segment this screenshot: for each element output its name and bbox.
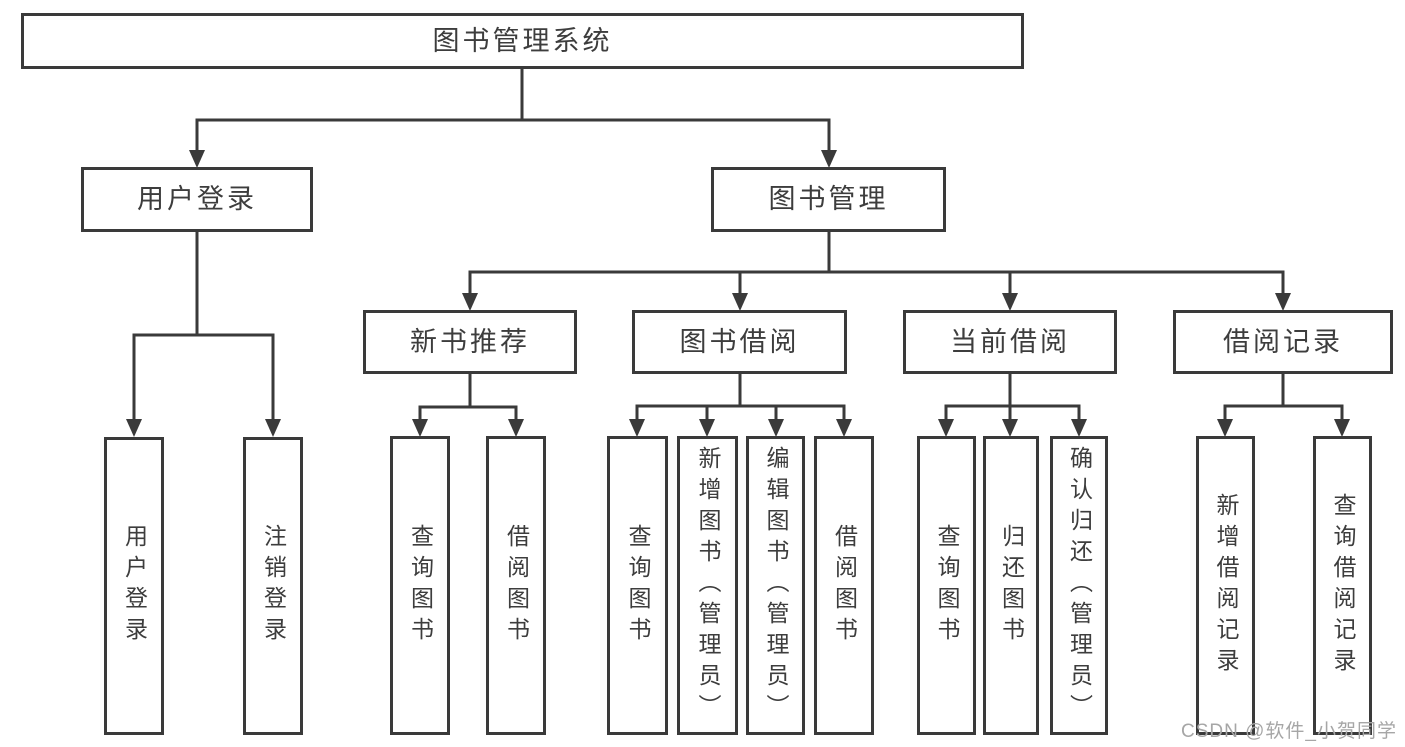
node-book-management-label: 图书管理 bbox=[768, 184, 889, 214]
node-borrowing-records-label: 借阅记录 bbox=[1223, 326, 1343, 357]
edges-current-borrowing bbox=[938, 374, 1087, 437]
leaf-user-login: 用户登录 bbox=[104, 437, 164, 735]
leaf-logout-label: 注销登录 bbox=[260, 524, 287, 648]
leaf-confirm-return-admin-label: 确认归还（管理员） bbox=[1066, 446, 1093, 725]
leaf-add-book-admin: 新增图书（管理员） bbox=[677, 436, 738, 735]
edges-borrowing-records bbox=[1217, 374, 1350, 437]
edges-user-login bbox=[126, 232, 281, 437]
node-current-borrowing-label: 当前借阅 bbox=[950, 326, 1070, 357]
leaf-query-borrow-record-label: 查询借阅记录 bbox=[1330, 492, 1356, 679]
leaf-confirm-return-admin: 确认归还（管理员） bbox=[1050, 436, 1108, 735]
edges-book-management bbox=[462, 232, 1291, 311]
leaf-query-books-current-label: 查询图书 bbox=[934, 523, 960, 648]
leaf-user-login-label: 用户登录 bbox=[121, 524, 148, 648]
leaf-return-book: 归还图书 bbox=[983, 436, 1039, 735]
edges-root bbox=[189, 69, 837, 168]
leaf-query-books-borrow-label: 查询图书 bbox=[625, 523, 651, 648]
node-book-borrowing: 图书借阅 bbox=[632, 310, 847, 374]
leaf-borrow-books-label: 借阅图书 bbox=[831, 523, 858, 648]
leaf-add-borrow-record: 新增借阅记录 bbox=[1196, 436, 1255, 735]
leaf-query-books-borrow: 查询图书 bbox=[607, 436, 668, 735]
node-root-label: 图书管理系统 bbox=[432, 25, 613, 56]
leaf-query-books-recommend: 查询图书 bbox=[390, 436, 450, 735]
edges-new-book-recommendation bbox=[412, 374, 524, 437]
leaf-query-borrow-record: 查询借阅记录 bbox=[1313, 436, 1372, 735]
node-user-login-label: 用户登录 bbox=[137, 184, 257, 214]
node-new-book-recommendation: 新书推荐 bbox=[363, 310, 577, 374]
csdn-watermark: CSDN @软件_小贺同学 bbox=[1181, 721, 1397, 742]
leaf-borrow-books-recommend-label: 借阅图书 bbox=[503, 523, 530, 648]
node-book-management: 图书管理 bbox=[711, 167, 946, 232]
leaf-return-book-label: 归还图书 bbox=[998, 523, 1025, 648]
leaf-borrow-books-recommend: 借阅图书 bbox=[486, 436, 546, 735]
node-user-login: 用户登录 bbox=[81, 167, 313, 232]
node-borrowing-records: 借阅记录 bbox=[1173, 310, 1393, 374]
leaf-edit-book-admin: 编辑图书（管理员） bbox=[746, 436, 805, 735]
edges-book-borrowing bbox=[629, 374, 852, 437]
node-new-book-recommendation-label: 新书推荐 bbox=[410, 326, 530, 357]
node-root-system: 图书管理系统 bbox=[21, 13, 1024, 69]
leaf-query-books-current: 查询图书 bbox=[917, 436, 976, 735]
node-current-borrowing: 当前借阅 bbox=[903, 310, 1117, 374]
leaf-logout: 注销登录 bbox=[243, 437, 303, 735]
node-book-borrowing-label: 图书借阅 bbox=[679, 326, 800, 357]
leaf-add-borrow-record-label: 新增借阅记录 bbox=[1213, 492, 1239, 679]
leaf-edit-book-admin-label: 编辑图书（管理员） bbox=[763, 446, 789, 725]
leaf-add-book-admin-label: 新增图书（管理员） bbox=[695, 446, 721, 725]
leaf-query-books-recommend-label: 查询图书 bbox=[407, 523, 434, 648]
leaf-borrow-books: 借阅图书 bbox=[814, 436, 874, 735]
